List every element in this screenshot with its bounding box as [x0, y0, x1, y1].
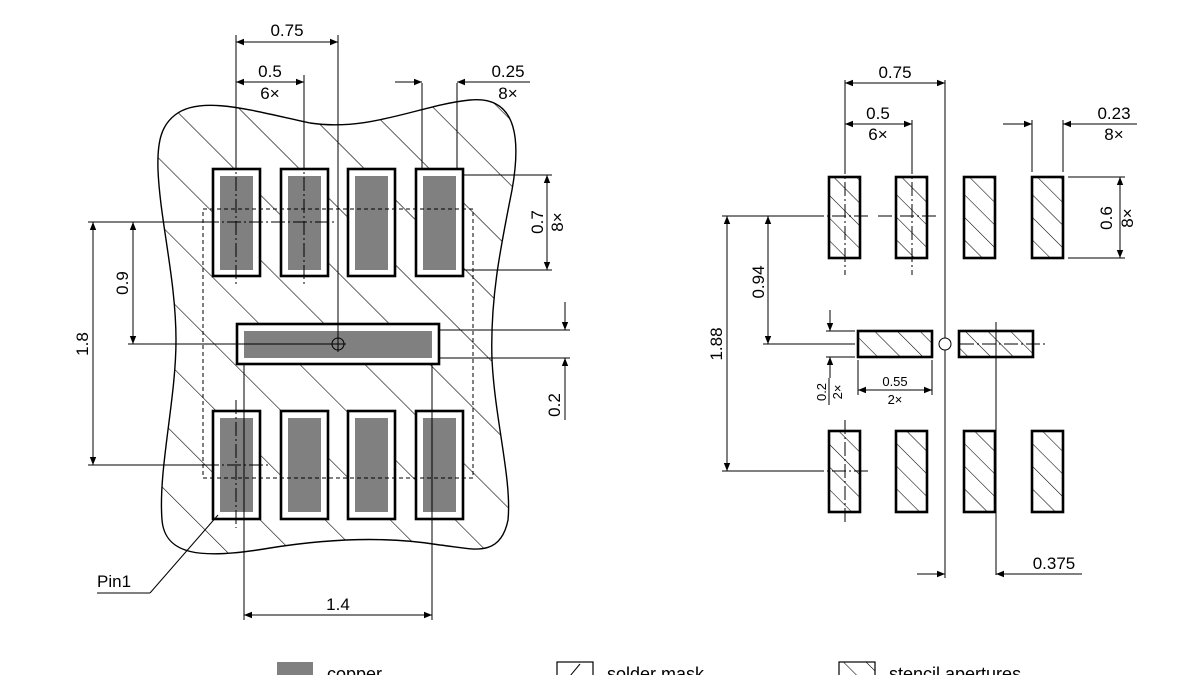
stencil-dim-row-span: 1.88 — [707, 327, 726, 360]
legend-label-solder-mask: solder mask — [607, 664, 705, 675]
stencil-dim-center-offset: 0.375 — [1033, 554, 1076, 573]
stencil-aperture-bottom-4 — [1030, 429, 1065, 514]
copper-pad-bottom-3 — [355, 418, 388, 512]
dim-pad-length-count: 8× — [548, 212, 567, 231]
copper-pad-bottom-4 — [423, 418, 456, 512]
stencil-dim-pitch-total: 0.75 — [878, 63, 911, 82]
legend-item-solder-mask: solder mask — [556, 661, 705, 675]
dim-pitch: 0.5 — [258, 62, 282, 81]
stencil-aperture-bottom-2 — [894, 429, 929, 514]
dim-row-half: 0.9 — [113, 271, 132, 295]
stencil-aperture-bottom-3 — [962, 429, 997, 514]
stencil-swatch-icon — [838, 661, 876, 675]
pin1-label: Pin1 — [97, 572, 131, 591]
dim-center-pad-width: 1.4 — [326, 595, 350, 614]
dim-pad-width: 0.25 — [491, 62, 524, 81]
dim-pad-length: 0.7 — [528, 210, 547, 234]
dim-pitch-total: 0.75 — [270, 21, 303, 40]
stencil-origin-symbol — [938, 337, 952, 351]
stencil-dim-aperture-width-count: 8× — [1104, 125, 1123, 144]
dim-center-pad-height: 0.2 — [545, 393, 564, 417]
stencil-dim-aperture-width: 0.23 — [1097, 104, 1130, 123]
stencil-dim-pitch-count: 6× — [868, 125, 887, 144]
stencil-dim-aperture-length: 0.6 — [1097, 206, 1116, 230]
copper-pad-top-3 — [355, 176, 388, 270]
legend-label-copper: copper — [327, 664, 382, 675]
stencil-aperture-center-left — [856, 329, 934, 359]
copper-swatch-icon — [277, 662, 313, 675]
copper-pad-bottom-2 — [288, 418, 321, 512]
stencil-dim-center-width-count: 2× — [888, 392, 903, 407]
stencil-dim-row-half: 0.94 — [749, 265, 768, 298]
stencil-dim-aperture-length-count: 8× — [1118, 208, 1137, 227]
legend-label-stencil: stencil apertures — [889, 664, 1021, 675]
dim-pad-width-count: 8× — [498, 84, 517, 103]
stencil-aperture-top-3 — [962, 175, 997, 260]
stencil-dim-center-width: 0.55 — [882, 374, 907, 389]
legend: copper solder mask stencil apertures — [277, 661, 1021, 675]
solder-mask-swatch-icon — [556, 661, 594, 675]
stencil-dim-pitch: 0.5 — [866, 104, 890, 123]
left-land-pattern: 0.75 0.5 6× 0.25 8× 0.7 8× 0.2 0.9 1.8 — [73, 21, 570, 620]
dim-pitch-count: 6× — [260, 84, 279, 103]
dim-row-span: 1.8 — [73, 332, 92, 356]
stencil-dim-center-height: 0.2 — [814, 383, 829, 401]
copper-pad-top-4 — [423, 176, 456, 270]
right-stencil-view: 0.75 0.5 6× 0.23 8× 0.6 8× 0.94 1.88 0 — [707, 63, 1137, 578]
stencil-aperture-top-4 — [1030, 175, 1065, 260]
legend-item-copper: copper — [277, 662, 382, 675]
stencil-dim-center-height-count: 2× — [830, 385, 845, 400]
legend-item-stencil: stencil apertures — [838, 661, 1021, 675]
